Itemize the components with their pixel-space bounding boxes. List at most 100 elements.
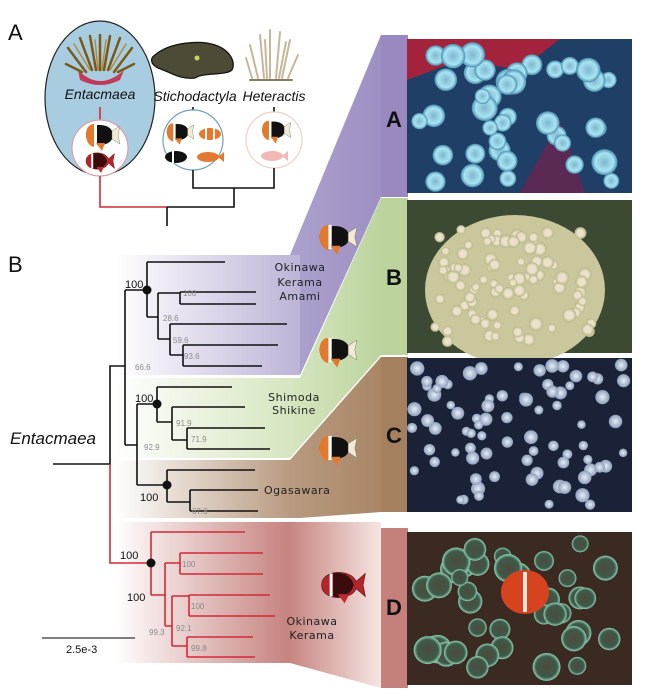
clade-band-green xyxy=(115,198,407,458)
anemone-bulb xyxy=(522,333,536,347)
anemone-bulb xyxy=(474,420,484,430)
anemone-bulb xyxy=(454,279,467,292)
anemone-bulb xyxy=(488,132,507,151)
anemone-bulb xyxy=(474,362,488,375)
anemone-bulb xyxy=(466,656,489,679)
support-value: 100 xyxy=(140,492,158,504)
anemone-bulb xyxy=(576,57,601,83)
photo-d xyxy=(407,532,632,685)
anemone-bulb xyxy=(614,358,628,372)
anemone-bulb xyxy=(479,412,493,426)
ocellaris-clownfish-icon xyxy=(199,128,221,140)
anemone-bulb xyxy=(516,257,526,267)
anemone-bulb xyxy=(466,428,476,439)
anemone-bulb xyxy=(534,405,544,415)
anemone-bulb xyxy=(577,420,586,429)
anemone-bulb xyxy=(558,480,572,494)
genus-entacmaea: Entacmaea xyxy=(65,86,136,102)
support-value: 99.3 xyxy=(149,628,165,637)
anemone-bulb xyxy=(565,155,584,174)
anemone-bulb xyxy=(541,226,554,240)
anemone-bulb xyxy=(512,326,524,338)
anemone-bulb xyxy=(479,318,491,330)
location-label: Ogasawara xyxy=(264,484,330,497)
anemone-bulb xyxy=(425,171,446,192)
genus-stichodactyla: Stichodactyla xyxy=(153,88,236,104)
anemone-bulb xyxy=(528,446,539,456)
location-label: Shimoda xyxy=(268,391,320,404)
anemone-bulb xyxy=(438,265,449,276)
anemone-bulb xyxy=(434,68,458,92)
support-value: 100 xyxy=(127,592,145,604)
support-value: 100 xyxy=(183,289,197,298)
support-value: 59.6 xyxy=(173,336,189,345)
support-value: 99.8 xyxy=(191,644,207,653)
anemone-bulb xyxy=(558,569,577,588)
anemone-bulb xyxy=(524,430,538,445)
anemone-bulb xyxy=(468,618,487,637)
support-value: 67.8 xyxy=(192,507,208,516)
anemone-bulb xyxy=(535,111,560,135)
anemone-bulb xyxy=(507,235,520,248)
anemone-bulb xyxy=(603,172,620,189)
anemone-bulb xyxy=(441,246,450,256)
location-label: Kerama xyxy=(277,276,322,289)
anemone-bulb xyxy=(581,323,594,336)
anemone-bulb xyxy=(459,42,486,68)
black-clownfish-icon xyxy=(165,151,187,163)
anemone-bulb xyxy=(501,436,514,448)
anemone-bulb xyxy=(571,535,589,553)
anemone-bulb xyxy=(595,390,610,405)
anemone-bulb xyxy=(569,369,583,383)
node-dot xyxy=(152,399,162,409)
anemone-bulb xyxy=(413,636,442,665)
anemone-bulb xyxy=(574,587,597,610)
anemone-bulb xyxy=(463,538,487,561)
panel-b-label: B xyxy=(8,252,23,277)
heteractis-anemone-illustration xyxy=(245,29,299,81)
anemone-bulb xyxy=(594,461,606,473)
photo-label-a: A xyxy=(386,107,402,132)
anemone-bulb xyxy=(499,170,517,187)
anemone-bulb xyxy=(512,284,526,297)
anemone-bulb xyxy=(466,451,480,465)
anemone-bulb xyxy=(464,291,476,304)
anemone-bulb xyxy=(618,448,628,458)
anemone-bulb xyxy=(477,431,487,441)
anemone-bulb xyxy=(471,282,481,292)
anemone-bulb xyxy=(411,112,428,130)
anemone-bulb xyxy=(546,60,565,79)
anemone-bulb xyxy=(554,134,572,152)
anemone-bulb xyxy=(546,385,559,398)
anemone-bulb xyxy=(556,360,570,373)
anemone-bulb xyxy=(577,296,588,306)
anemone-bulb xyxy=(423,443,436,456)
anemone-bulb xyxy=(443,640,468,665)
anemone-bulb xyxy=(496,390,508,402)
anemone-bulb xyxy=(525,473,539,486)
anemone-bulb xyxy=(490,331,500,342)
anemone-bulb xyxy=(555,270,570,285)
anemone-bulb xyxy=(578,440,589,451)
photo-a xyxy=(407,39,632,193)
anemone-bulb xyxy=(544,499,554,509)
orange-fish-icon xyxy=(197,152,224,162)
anemone-bulb xyxy=(409,466,419,476)
anemone-bulb xyxy=(543,602,567,626)
panel-a-label: A xyxy=(8,20,23,45)
anemone-bulb xyxy=(489,471,500,483)
anemone-bulb xyxy=(481,399,495,413)
photo-b xyxy=(407,200,632,365)
anemone-bulb xyxy=(434,293,445,305)
anemone-bulb xyxy=(560,56,579,75)
anemone-bulb xyxy=(432,144,454,166)
node-dot xyxy=(162,480,172,490)
anemone-bulb xyxy=(446,270,461,284)
anemone-bulb xyxy=(565,381,575,391)
support-value: 91.9 xyxy=(176,419,192,428)
anemone-bulb xyxy=(407,402,422,417)
anemone-bulb xyxy=(562,308,577,323)
anemone-bulb xyxy=(421,375,433,388)
anemone-bulb xyxy=(519,392,534,407)
clade-band-brown xyxy=(115,357,407,518)
